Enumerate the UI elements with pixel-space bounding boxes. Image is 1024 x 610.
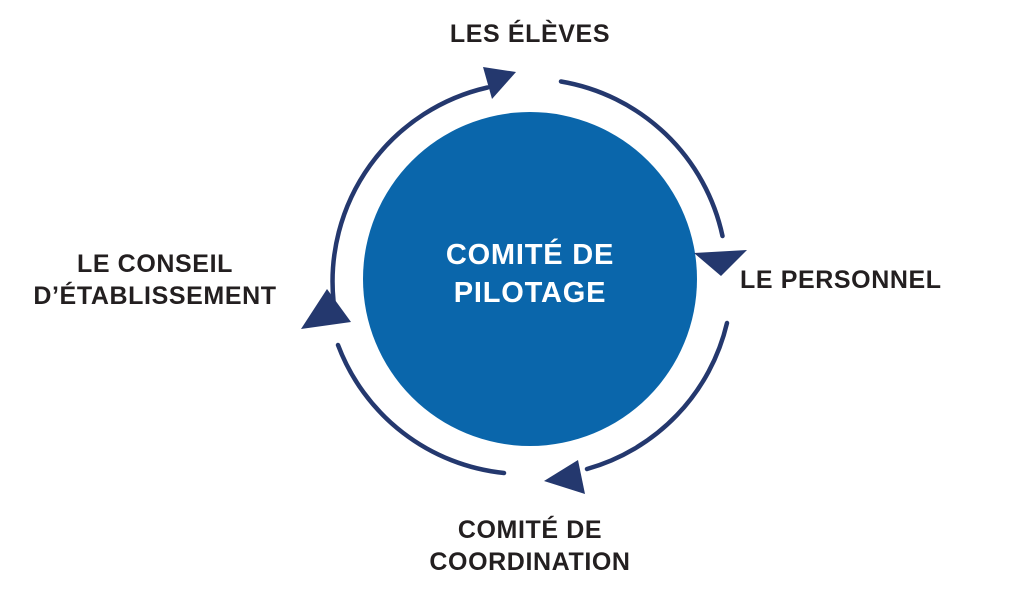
center-circle (363, 112, 697, 446)
arrow-to-coordination (544, 320, 730, 494)
node-label-conseil: LE CONSEIL D’ÉTABLISSEMENT (33, 250, 277, 310)
node-label-personnel: LE PERSONNEL (740, 266, 942, 294)
arrowhead-conseil (301, 289, 351, 329)
arc-segment-right-to-bottom (584, 320, 730, 472)
node-label-coordination: COMITÉ DE COORDINATION (429, 516, 631, 576)
arrow-to-personnel (558, 79, 747, 276)
arc-segment-top-to-right (558, 79, 725, 239)
arrowhead-eleves (483, 67, 516, 99)
arrow-to-eleves (330, 67, 516, 304)
arrowhead-coordination (544, 460, 585, 494)
center-circle-label: COMITÉ DE PILOTAGE (445, 239, 615, 310)
arrowhead-personnel (694, 250, 747, 276)
arc-segment-left-to-top (330, 85, 490, 304)
node-label-eleves: LES ÉLÈVES (449, 20, 611, 48)
arc-segment-bottom-to-left (335, 342, 507, 476)
arrow-to-conseil (301, 289, 507, 476)
